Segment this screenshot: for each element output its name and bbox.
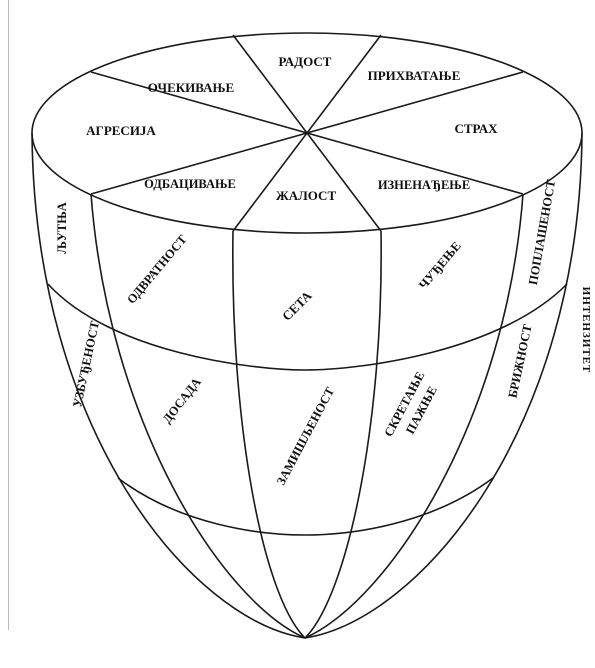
emotion-zalost: ЖАЛОСТ	[276, 188, 337, 203]
latitude-line	[47, 283, 568, 371]
emotion-seta: СЕТА	[279, 288, 315, 324]
emotion-prihvatanje: ПРИХВАТАЊЕ	[368, 68, 461, 83]
outer-silhouette	[31, 132, 583, 639]
meridian	[304, 230, 382, 639]
meridian	[232, 230, 306, 639]
emotion-agresija: АГРЕСИЈА	[86, 123, 156, 138]
emotion-uzbudjenost: УЗБУЂЕНОСТ	[70, 319, 102, 409]
sector-line	[90, 71, 524, 195]
emotion-poplasenost: ПОПЛАШЕНОСТ	[526, 178, 558, 286]
meridian	[90, 193, 306, 639]
latitude-line	[117, 477, 494, 536]
emotion-radost: РАДОСТ	[279, 54, 332, 69]
left-border-line	[8, 0, 9, 630]
emotion-briznost: БРИЖНОСТ	[505, 322, 534, 399]
emotion-zamisljenost: ЗАМИШЉЕНОСТ	[274, 384, 338, 487]
intensity-axis-label: ИНТЕНЗИТЕТ	[580, 287, 592, 374]
emotion-dosada: ДОСАДА	[160, 375, 204, 426]
emotion-odbacivanje: ОДБАЦИВАЊЕ	[144, 177, 236, 191]
emotion-ocekivanje: ОЧЕКИВАЊЕ	[148, 80, 234, 95]
emotion-odvratnost: ОДВРАТНОСТ	[124, 232, 190, 307]
meridian	[304, 193, 524, 639]
emotion-ljutnja: ЉУТЊА	[55, 202, 69, 254]
emotion-strah: СТРАХ	[454, 121, 498, 136]
emotion-cudjenje: ЧУЂЕЊЕ	[416, 239, 464, 292]
emotion-iznenadjenje: ИЗНЕНАЂЕЊЕ	[378, 178, 470, 192]
